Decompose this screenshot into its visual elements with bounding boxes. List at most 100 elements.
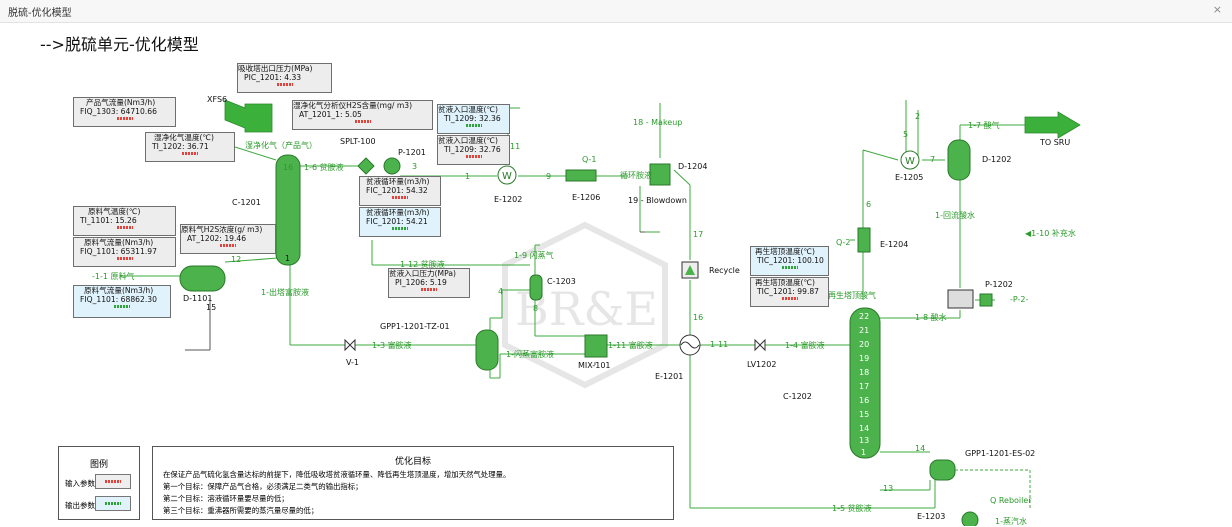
goal-line: 第三个目标：重沸器所需要的蒸汽量尽量的低； xyxy=(163,506,319,515)
d-1101-label: D-1101 xyxy=(183,294,213,303)
stream-num-12: 12 xyxy=(231,255,242,264)
param-title: 再生塔顶温度(℃) xyxy=(755,247,816,256)
legend: 图例 输入参数: 输出参数: xyxy=(58,446,140,520)
tray-label: 16 xyxy=(859,396,870,405)
stream-regen: 1-再生塔顶酸气 xyxy=(820,291,876,300)
param-title: 贫液入口温度(℃) xyxy=(438,105,499,114)
param-title: 再生塔顶温度(℃) xyxy=(755,278,816,287)
param-fic1201-b[interactable]: 贫液循环量(m3/h) FIC_1201: 54.21 xyxy=(359,207,441,237)
d-1202-icon xyxy=(947,139,971,181)
lv1202-label: LV1202 xyxy=(747,360,777,369)
stream-num-17: 17 xyxy=(693,230,704,239)
page-title: -->脱硫单元-优化模型 xyxy=(40,35,199,54)
input-arrow-icon xyxy=(105,480,121,483)
stream-num-1bot: 1 xyxy=(285,254,291,263)
output-arrow-icon xyxy=(392,227,408,230)
param-ti1202[interactable]: 湿净化气温度(℃) TI_1202: 36.71 xyxy=(145,132,235,162)
param-ti1101[interactable]: 原料气温度(℃) TI_1101: 15.26 xyxy=(73,206,176,236)
input-arrow-icon xyxy=(781,297,798,300)
output-arrow-icon xyxy=(465,124,482,127)
param-title: 贫液循环量(m3/h) xyxy=(366,177,430,186)
stream-1-7: 1-7 酸气 xyxy=(968,121,1000,130)
goal-line: 第二个目标：溶液循环量要尽量的低； xyxy=(163,494,289,503)
legend-output-swatch xyxy=(95,496,131,511)
tray-label: 13 xyxy=(859,436,870,445)
param-tic1201-b[interactable]: 再生塔顶温度(℃) TIC_1201: 99.87 xyxy=(750,277,829,307)
param-ti1209-b[interactable]: 贫液入口温度(℃) TI_1209: 32.76 xyxy=(437,135,510,165)
c-1202-label: C-1202 xyxy=(783,392,812,401)
param-value: TIC_1201: 99.87 xyxy=(757,287,820,296)
optimization-goals: 优化目标 在保证产品气硫化氢含量达标的前提下，降低吸收塔贫液循环量、降低再生塔顶… xyxy=(152,446,674,520)
e-1204-label: E-1204 xyxy=(880,240,909,249)
gpp-es-label: GPP1-1201-ES-02 xyxy=(965,449,1036,458)
e-1203-label: E-1203 xyxy=(917,512,946,521)
stream-1-6: 1-6 贫胺液 xyxy=(304,163,344,172)
goals-title: 优化目标 xyxy=(394,457,431,467)
close-icon[interactable]: × xyxy=(1212,3,1222,16)
param-title: 湿净化气分析仪H2S含量(mg/ m3) xyxy=(293,101,413,110)
makeup-label: 18 - Makeup xyxy=(633,118,683,127)
mix-101-label: MIX-101 xyxy=(578,361,611,370)
param-fiq1303[interactable]: 产品气流量(Nm3/h) FIQ_1303: 64710.66 xyxy=(73,97,176,127)
tray-label: 15 xyxy=(859,410,870,419)
param-pi1206[interactable]: 贫液入口压力(MPa) PI_1206: 5.19 xyxy=(388,268,470,298)
goal-line: 第一个目标：保障产品气合格，必须满足二类气的输出指标； xyxy=(163,482,363,491)
d-1204-label: D-1204 xyxy=(678,162,708,171)
param-value: FIQ_1101: 68862.30 xyxy=(80,295,157,304)
stream-1-12: 1-12 贫胺液 xyxy=(400,260,445,269)
q-2-label: Q-2 xyxy=(836,238,851,247)
param-value: FIC_1201: 54.21 xyxy=(366,217,428,226)
stream-num-1: 1 xyxy=(465,172,471,181)
svg-text:W: W xyxy=(905,156,915,167)
param-at1202[interactable]: 原料气H2S浓度(g/ m3) AT_1202: 19.46 xyxy=(180,224,276,254)
recycle-label: Recycle xyxy=(709,266,740,275)
stream-num-7: 7 xyxy=(930,155,936,164)
lv1202-valve-icon xyxy=(754,338,766,352)
to-sru-label: TO SRU xyxy=(1040,138,1071,147)
input-arrow-icon xyxy=(182,152,198,155)
c-1202-column-icon xyxy=(849,307,881,459)
input-arrow-icon xyxy=(354,120,371,123)
tray-label: 22 xyxy=(859,312,870,321)
input-arrow-icon xyxy=(116,257,133,260)
param-value: TIC_1201: 100.10 xyxy=(757,256,824,265)
e-1201-label: E-1201 xyxy=(655,372,684,381)
param-fiq1101-a[interactable]: 原料气流量(Nm3/h) FIQ_1101: 65311.97 xyxy=(73,237,176,267)
output-arrow-icon xyxy=(781,266,798,269)
param-fic1201-a[interactable]: 贫液循环量(m3/h) FIC_1201: 54.32 xyxy=(359,176,441,206)
c-1203-icon xyxy=(529,274,543,301)
input-arrow-icon xyxy=(392,196,408,199)
legend-input-label: 输入参数: xyxy=(65,479,98,488)
stream-flash: 1-闪蒸富胺液 xyxy=(506,350,554,359)
p-1202-pump-icon xyxy=(979,293,993,307)
stream-1-10: ◀1-10 补充水 xyxy=(1025,229,1076,238)
param-title: 原料气温度(℃) xyxy=(88,207,141,216)
tray-label: 18 xyxy=(859,368,870,377)
gpp-tz-vessel-icon xyxy=(475,329,499,371)
param-fiq1101-b[interactable]: 原料气流量(Nm3/h) FIQ_1101: 68862.30 xyxy=(73,285,171,318)
stream-num-14: 14 xyxy=(915,444,926,453)
stream-steam: 1-蒸汽水 xyxy=(995,517,1027,526)
e-1202-icon xyxy=(497,165,517,185)
param-pic1201[interactable]: 吸收塔出口压力(MPa) PIC_1201: 4.33 xyxy=(237,63,332,93)
stream-p2: -P-2- xyxy=(1010,295,1029,304)
stream-num-3: 3 xyxy=(412,162,418,171)
param-ti1209-a[interactable]: 贫液入口温度(℃) TI_1209: 32.36 xyxy=(437,104,510,134)
v-1-valve-icon xyxy=(344,338,356,352)
v-1-label: V-1 xyxy=(346,358,359,367)
gpp-tz-label: GPP1-1201-TZ-01 xyxy=(380,322,450,331)
svg-text:W: W xyxy=(502,171,512,182)
param-at1201-1[interactable]: 湿净化气分析仪H2S含量(mg/ m3) AT_1201_1: 5.05 xyxy=(292,100,433,130)
p-1201-pump-icon xyxy=(383,157,401,175)
input-arrow-icon xyxy=(465,155,482,158)
input-arrow-icon xyxy=(421,288,437,291)
param-value: FIQ_1101: 65311.97 xyxy=(80,247,157,256)
blowdown-label: 19 - Blowdown xyxy=(628,196,687,205)
xfs6-label: XFS6 xyxy=(207,95,228,104)
to-sru-icon xyxy=(1024,111,1081,139)
param-title: 产品气流量(Nm3/h) xyxy=(86,98,156,107)
param-tic1201-a[interactable]: 再生塔顶温度(℃) TIC_1201: 100.10 xyxy=(750,246,829,276)
splt-100-label: SPLT-100 xyxy=(340,137,376,146)
p-1201-label: P-1201 xyxy=(398,148,426,157)
tray-label: 17 xyxy=(859,382,870,391)
